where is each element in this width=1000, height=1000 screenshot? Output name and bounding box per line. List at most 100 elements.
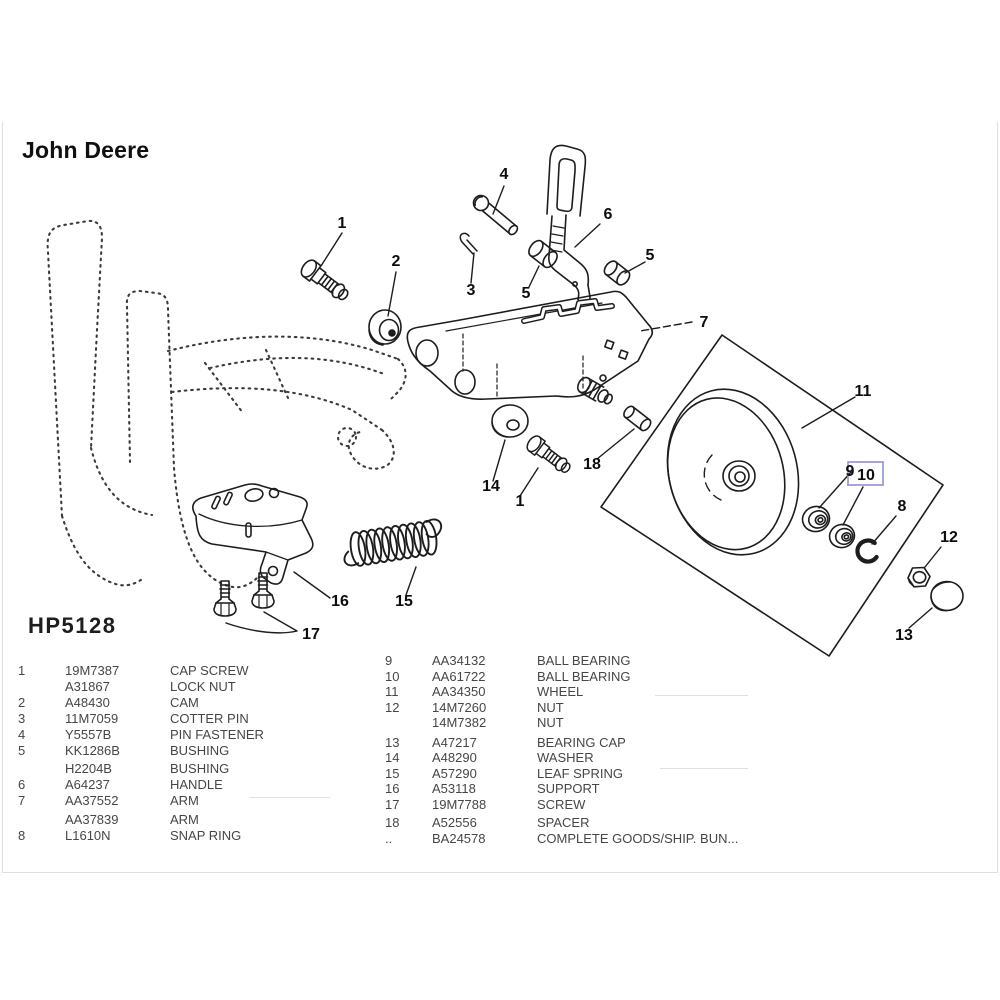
part-number: A48430 (65, 695, 110, 710)
part-description: PIN FASTENER (170, 727, 264, 742)
part-description: COMPLETE GOODS/SHIP. BUN... (537, 830, 739, 846)
part-description: BUSHING (170, 761, 230, 776)
brand-title: John Deere (22, 137, 150, 163)
callout-7[interactable]: 7 (700, 314, 709, 331)
callout-18[interactable]: 18 (583, 456, 601, 473)
diagram-code-label: HP5128 (28, 613, 117, 638)
part-description: BEARING CAP (537, 734, 626, 750)
cam-drawing (368, 309, 402, 346)
part-number: AA37839 (65, 812, 119, 827)
screw-17-right-drawing (251, 572, 275, 609)
part-description: HANDLE (170, 777, 223, 792)
callout-11[interactable]: 11 (855, 383, 872, 400)
callout-14[interactable]: 14 (482, 478, 500, 495)
cap-screw-upper-drawing (300, 259, 349, 301)
callout-13[interactable]: 13 (895, 627, 913, 644)
part-number: Y5557B (65, 727, 112, 742)
part-item-number: 12 (385, 699, 400, 715)
part-number: AA61722 (432, 668, 486, 684)
callout-1-mid[interactable]: 1 (516, 493, 525, 510)
callout-16[interactable]: 16 (331, 593, 349, 610)
ball-bearing-9-drawing (801, 505, 831, 533)
part-number: A64237 (65, 777, 110, 792)
part-item-number: 5 (18, 743, 26, 758)
part-item-number: 13 (385, 734, 400, 750)
part-description: WHEEL (537, 684, 584, 699)
bushing-right-drawing (603, 260, 631, 286)
callout-5-right[interactable]: 5 (646, 247, 655, 264)
part-description: ARM (170, 793, 199, 808)
callout-5-left[interactable]: 5 (522, 285, 531, 302)
callout-10-highlighted[interactable]: 10 (857, 467, 875, 484)
part-description: CAP SCREW (170, 663, 249, 678)
part-description: NUT (537, 715, 564, 730)
part-item-number: 11 (385, 684, 399, 699)
part-number: 14M7382 (432, 715, 487, 730)
part-number: AA37552 (65, 793, 119, 808)
part-description: SPACER (537, 815, 590, 830)
part-description: WASHER (537, 750, 594, 765)
washer-drawing (491, 404, 529, 438)
part-description: BUSHING (170, 743, 230, 758)
part-item-number: 2 (18, 695, 26, 710)
exploded-parts-diagram: 1 2 4 3 6 5 5 7 11 9 10 8 12 13 14 1 18 … (46, 144, 964, 657)
callout-6[interactable]: 6 (604, 206, 613, 223)
part-description: LOCK NUT (170, 679, 236, 694)
highlighted-callout-box[interactable] (847, 461, 884, 486)
part-number: A52556 (432, 815, 477, 830)
part-description: COTTER PIN (170, 711, 249, 726)
callout-15[interactable]: 15 (395, 593, 413, 610)
part-number: H2204B (65, 761, 112, 776)
callout-4[interactable]: 4 (500, 166, 509, 183)
part-description: BALL BEARING (537, 653, 631, 668)
part-item-number: 9 (385, 653, 393, 668)
snap-ring-drawing (855, 538, 879, 564)
part-number: A53118 (432, 781, 476, 796)
part-number: 14M7260 (432, 699, 487, 715)
screw-17-left-drawing (213, 580, 237, 617)
part-number: A47217 (432, 734, 477, 750)
callout-9[interactable]: 9 (846, 463, 855, 480)
part-description: SUPPORT (537, 781, 600, 796)
callout-2[interactable]: 2 (392, 253, 401, 270)
callout-12[interactable]: 12 (940, 529, 958, 546)
callout-8[interactable]: 8 (898, 498, 907, 515)
part-description: ARM (170, 812, 199, 827)
content-frame-border (2, 122, 998, 873)
callout-17[interactable]: 17 (302, 626, 320, 643)
part-item-number: 3 (18, 711, 26, 726)
part-item-number: 8 (18, 828, 26, 843)
faint-rule (250, 797, 330, 798)
part-description: SNAP RING (170, 828, 242, 843)
part-description: SCREW (537, 796, 586, 812)
part-number: 19M7788 (432, 796, 487, 812)
faint-rule (655, 695, 748, 696)
part-item-number: .. (385, 830, 393, 846)
support-drawing (192, 483, 314, 585)
part-description: NUT (537, 699, 564, 715)
part-number: AA34132 (432, 653, 486, 668)
part-number: AA34350 (432, 684, 486, 699)
part-number: L1610N (65, 828, 111, 843)
pin-fastener-drawing (472, 194, 519, 236)
part-number: A57290 (432, 765, 477, 781)
ball-bearing-10-drawing (828, 523, 856, 549)
part-description: CAM (170, 695, 199, 710)
part-number: 11M7059 (65, 711, 119, 726)
leaf-spring-drawing (343, 518, 443, 567)
callout-labels: 1 2 4 3 6 5 5 7 11 9 10 8 12 13 14 1 18 … (302, 166, 958, 644)
part-item-number: 4 (18, 727, 26, 742)
part-item-number: 17 (385, 796, 400, 812)
part-item-number: 6 (18, 777, 26, 792)
part-number: 19M7387 (65, 663, 120, 678)
part-description: BALL BEARING (537, 668, 631, 684)
callout-3[interactable]: 3 (467, 282, 476, 299)
faint-rule (660, 768, 748, 769)
part-item-number: 7 (18, 793, 26, 808)
callout-1-top[interactable]: 1 (338, 215, 347, 232)
bushing-left-drawing (528, 239, 558, 269)
part-number: A31867 (65, 679, 110, 694)
part-item-number: 16 (385, 781, 400, 796)
machine-frame-dotted-outline (46, 219, 407, 589)
wheel-drawing (600, 334, 944, 657)
